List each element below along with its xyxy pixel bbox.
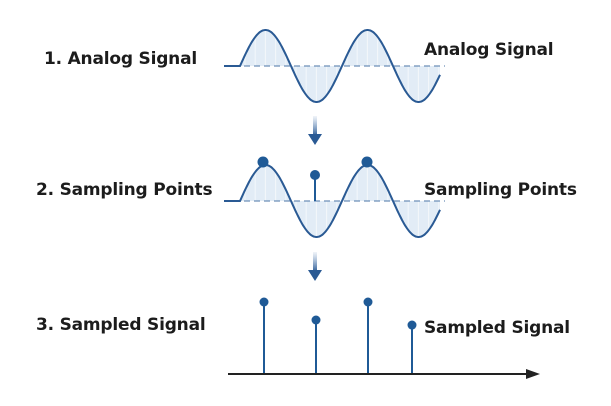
analog-signal-label: Analog Signal: [424, 40, 554, 60]
down-arrow-icon: [308, 252, 322, 281]
sample-point: [310, 170, 320, 180]
wave-fill: [224, 165, 440, 237]
sampled-signal-label: Sampled Signal: [424, 318, 570, 338]
sample-dot: [407, 320, 417, 330]
sample-point: [257, 156, 269, 168]
sample-point: [361, 156, 373, 168]
wave-curve: [224, 164, 441, 238]
sampling-points-label: Sampling Points: [424, 180, 577, 200]
down-arrow-icon: [308, 116, 322, 145]
wave-fill: [224, 30, 440, 102]
analog-signal-wave: [224, 29, 445, 103]
sampling-points: [257, 156, 373, 201]
wave-curve: [224, 29, 441, 103]
sampled-signal-stems: [259, 297, 417, 374]
sampling-signal-wave: [224, 164, 445, 238]
time-axis: [228, 369, 540, 379]
sample-dot: [363, 297, 373, 307]
step-2-label: 2. Sampling Points: [36, 180, 213, 200]
sample-dot: [311, 315, 321, 325]
step-3-label: 3. Sampled Signal: [36, 315, 206, 335]
sample-dot: [259, 297, 269, 307]
step-1-label: 1. Analog Signal: [44, 49, 197, 69]
